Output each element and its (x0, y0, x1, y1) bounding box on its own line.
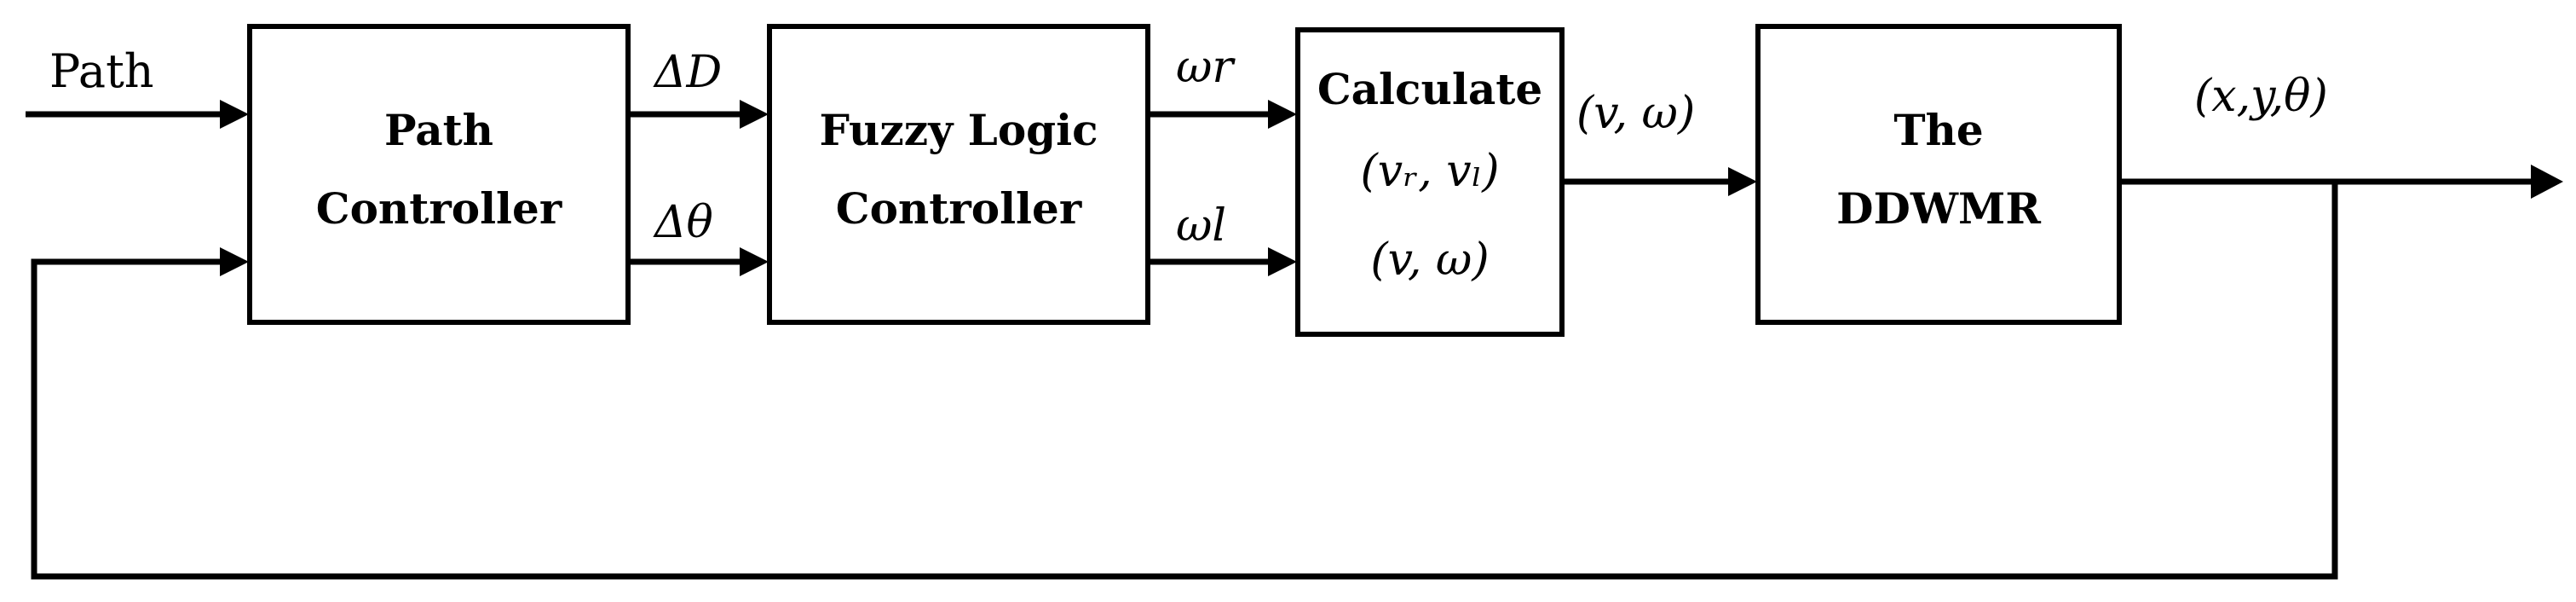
pose-label: (x,y,θ) (2194, 71, 2328, 122)
feedback-arrowhead (220, 247, 249, 276)
path-controller-line2: Controller (316, 183, 562, 234)
path-input-arrowhead (220, 100, 249, 129)
delta-d-arrowhead (740, 100, 769, 129)
feedback-loop (31, 182, 2338, 580)
calculate-formula-body: (v, ω) (1370, 234, 1489, 286)
omega-l-label: ωl (1176, 200, 1226, 252)
fuzzy-controller-line1: Fuzzy Logic (819, 105, 1098, 155)
calculate-block (1295, 27, 1565, 337)
calculate-formula-wheels: (vᵣ, vₗ) (1360, 146, 1499, 197)
ddwmr-line1: The (1893, 105, 1983, 155)
delta-theta-arrowhead (740, 247, 769, 276)
omega-r-label: ωr (1176, 42, 1236, 93)
path-controller-line1: Path (384, 105, 493, 155)
fuzzy-controller-line2: Controller (836, 183, 1082, 234)
ddwmr-line2: DDWMR (1836, 183, 2041, 234)
velocity-arrowhead (1728, 167, 1757, 196)
ddwmr-block (1755, 24, 2122, 325)
path-controller-block (247, 24, 631, 325)
fuzzy-logic-controller-block (767, 24, 1150, 325)
velocity-label: (v, ω) (1576, 88, 1695, 139)
omega-l-arrowhead (1268, 247, 1297, 276)
calculate-title: Calculate (1317, 64, 1542, 114)
omega-r-arrowhead (1268, 100, 1297, 129)
delta-theta-label: Δθ (653, 197, 713, 248)
path-input-label: Path (49, 44, 154, 98)
pose-output-arrowhead (2531, 165, 2563, 199)
delta-d-label: ΔD (653, 47, 722, 98)
